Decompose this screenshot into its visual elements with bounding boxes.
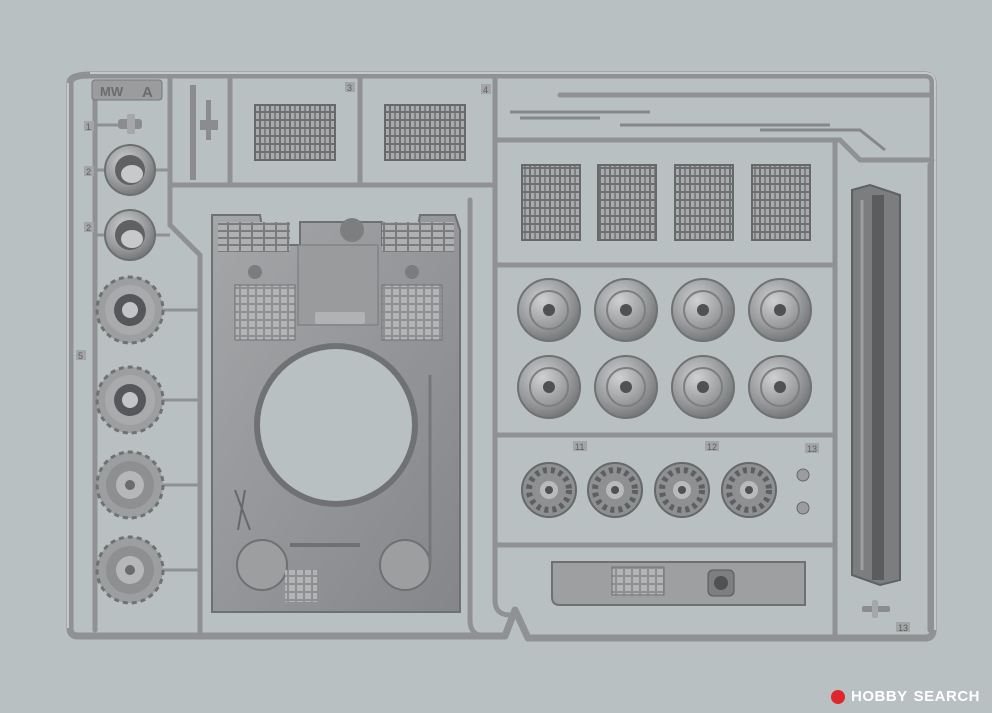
hull-plate	[211, 214, 461, 613]
sprue-code: MW	[100, 84, 124, 99]
sprue-runners	[92, 75, 935, 639]
side-skirt	[851, 183, 901, 587]
part-number-tags: 1 2 2 5 3 4 11 12 13 13	[76, 82, 910, 633]
sprue-frame-highlight	[67, 72, 936, 630]
part-4-sprockets	[95, 275, 165, 605]
part-number-12: 12	[707, 442, 717, 452]
part-number-2a: 2	[86, 167, 91, 177]
part-2-idler-cups	[104, 144, 156, 261]
hobby-search-logo-icon	[830, 689, 845, 704]
sprue-letter: A	[142, 84, 153, 101]
track-link-blocks	[521, 164, 811, 241]
watermark-suffix: SEARCH	[913, 688, 980, 705]
spoked-wheels	[521, 462, 810, 518]
part-number-4: 4	[483, 85, 488, 95]
bottom-housing-part	[551, 561, 806, 606]
part-number-1: 1	[86, 122, 91, 132]
watermark-brand: HOBBY	[850, 688, 908, 705]
top-left-small-parts	[190, 85, 218, 180]
top-track-links	[254, 104, 466, 161]
top-right-rods	[510, 110, 886, 152]
part-number-3: 3	[347, 83, 352, 93]
part-number-11: 11	[575, 442, 584, 452]
part-1-pin	[118, 114, 142, 134]
part-number-13a: 13	[807, 444, 817, 454]
sprue-tag	[91, 79, 163, 101]
part-number-13b: 13	[898, 623, 908, 633]
part-13-pin	[862, 600, 890, 618]
part-number-5: 5	[78, 351, 83, 361]
sprue-frame	[66, 71, 937, 642]
part-number-2b: 2	[86, 223, 91, 233]
road-wheels	[517, 278, 812, 419]
hobby-search-watermark: HOBBY SEARCH	[830, 688, 980, 705]
